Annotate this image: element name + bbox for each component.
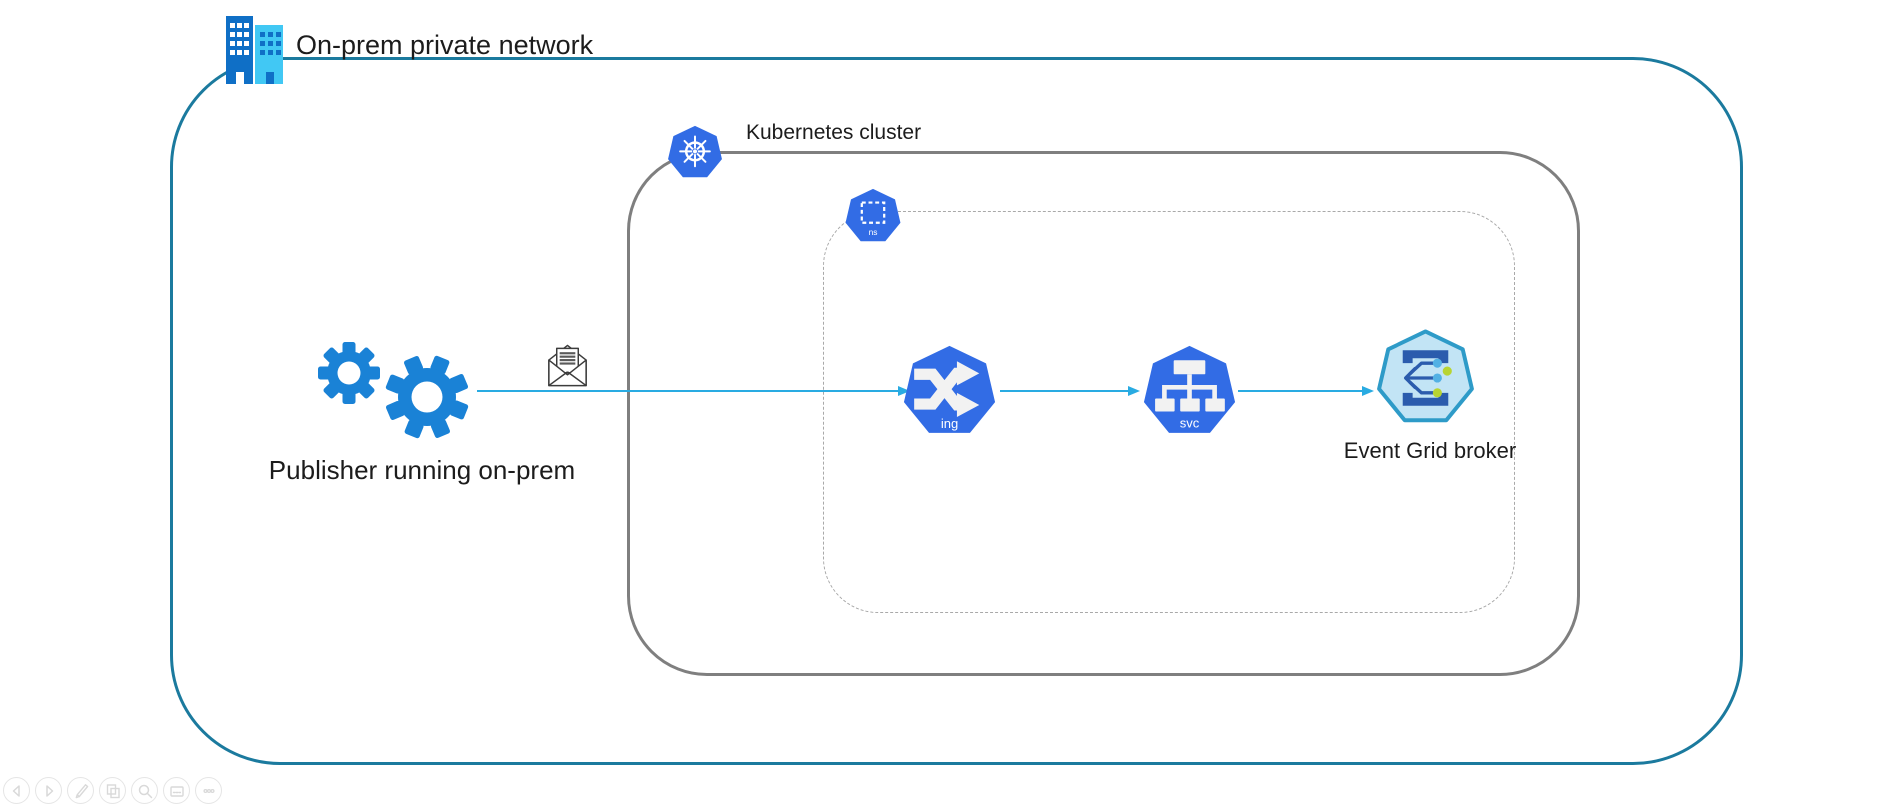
arrow-head [898, 386, 910, 396]
copy-slide-button[interactable] [99, 777, 126, 804]
namespace-icon: ns [845, 188, 901, 242]
arrow-publisher-to-ingress [477, 386, 910, 396]
namespace-label: ns [869, 227, 878, 237]
kubernetes-icon [668, 125, 722, 178]
ellipsis-icon [202, 788, 215, 793]
pages-icon [106, 783, 120, 798]
service-label: svc [1180, 415, 1200, 430]
more-button[interactable] [195, 777, 222, 804]
magnifier-icon [138, 784, 152, 798]
arrow-shaft [1000, 389, 1130, 393]
viewer-toolbar [3, 777, 222, 804]
gears-icon [318, 342, 469, 439]
arrow-shaft [1238, 389, 1364, 393]
event-grid-label: Event Grid broker [1343, 438, 1517, 463]
arrow-service-to-eventgrid [1238, 386, 1374, 396]
card-icon [169, 785, 184, 797]
namespace-boundary [823, 211, 1515, 613]
arrow-ingress-to-service [1000, 386, 1140, 396]
chevron-right-icon [45, 784, 53, 797]
previous-button[interactable] [3, 777, 30, 804]
arrow-head [1128, 386, 1140, 396]
pencil-icon [75, 783, 88, 798]
on-prem-network-label: On-prem private network [296, 30, 594, 60]
kubernetes-cluster-boundary [627, 151, 1580, 676]
ingress-label: ing [941, 416, 958, 431]
service-icon: svc [1143, 345, 1236, 433]
chevron-left-icon [12, 784, 20, 797]
publisher-label: Publisher running on-prem [268, 455, 576, 485]
edit-button[interactable] [67, 777, 94, 804]
event-grid-icon [1377, 329, 1474, 423]
envelope-icon [548, 344, 587, 387]
building-icon [226, 16, 283, 84]
ingress-icon: ing [903, 345, 996, 433]
kubernetes-cluster-label: Kubernetes cluster [746, 121, 922, 144]
on-prem-network-boundary [170, 57, 1743, 765]
next-button[interactable] [35, 777, 62, 804]
zoom-button[interactable] [131, 777, 158, 804]
notes-button[interactable] [163, 777, 190, 804]
arrow-shaft [477, 389, 900, 393]
arrow-head [1362, 386, 1374, 396]
